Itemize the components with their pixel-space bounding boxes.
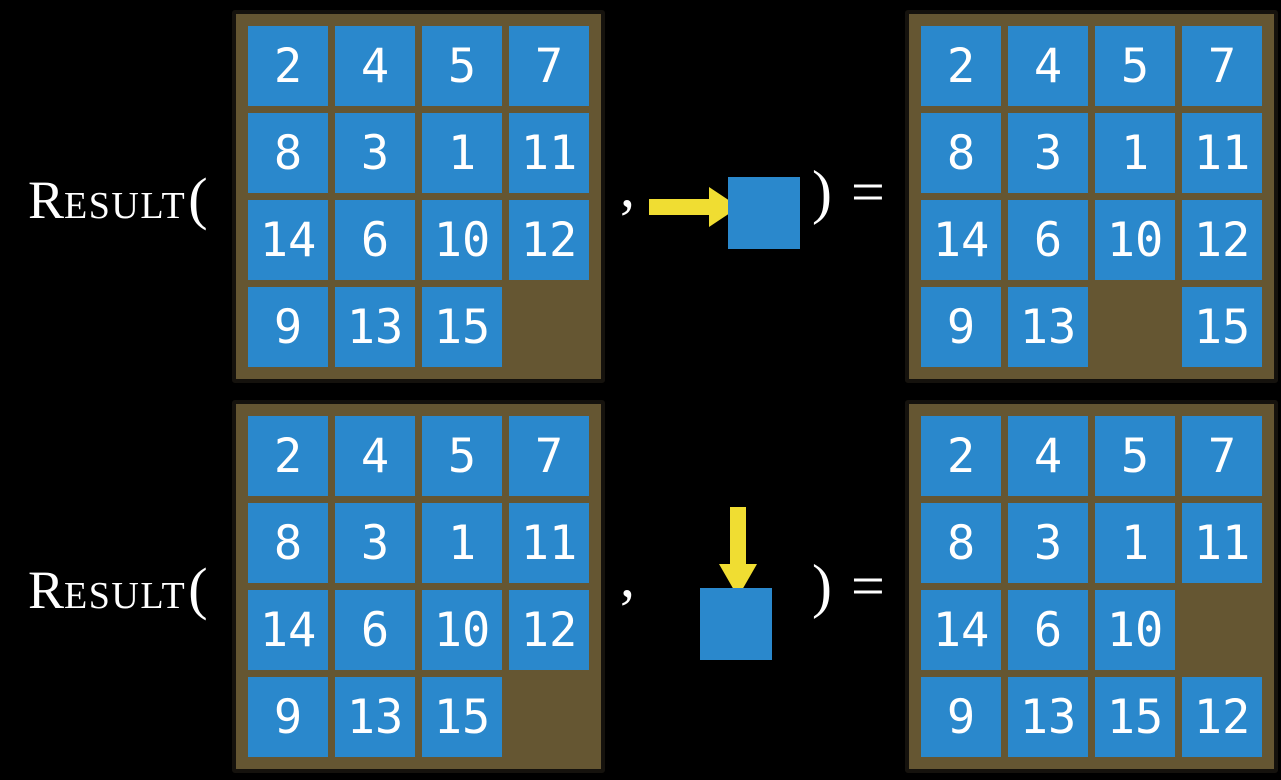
- puzzle-tile: 6: [335, 590, 415, 670]
- puzzle-tile: 4: [335, 416, 415, 496]
- puzzle-tile: 1: [1095, 113, 1175, 193]
- function-name-cap: R: [28, 560, 65, 620]
- empty-cell: [509, 287, 589, 367]
- puzzle-tile: 5: [422, 416, 502, 496]
- puzzle-tile: 8: [248, 113, 328, 193]
- puzzle-tile: 14: [921, 200, 1001, 280]
- puzzle-tile: 9: [248, 287, 328, 367]
- comma-separator: ,: [620, 543, 635, 609]
- puzzle-tile: 2: [248, 416, 328, 496]
- puzzle-tile: 10: [1095, 200, 1175, 280]
- puzzle-tile: 3: [335, 113, 415, 193]
- result-function-label: RESULT(: [28, 560, 208, 618]
- puzzle-tile: 6: [335, 200, 415, 280]
- puzzle-tile: 4: [335, 26, 415, 106]
- open-paren: (: [188, 166, 208, 231]
- puzzle-tile: 1: [1095, 503, 1175, 583]
- puzzle-tile: 12: [1182, 200, 1262, 280]
- moving-tile: [728, 177, 800, 249]
- arrow-right-icon: [649, 185, 739, 229]
- puzzle-tile: 15: [422, 287, 502, 367]
- puzzle-tile: 12: [1182, 677, 1262, 757]
- puzzle-tile: 13: [1008, 677, 1088, 757]
- moving-tile: [700, 588, 772, 660]
- puzzle-tile: 2: [921, 416, 1001, 496]
- puzzle-tile: 10: [1095, 590, 1175, 670]
- puzzle-tile: 7: [509, 416, 589, 496]
- puzzle-tile: 3: [1008, 113, 1088, 193]
- close-paren-equals: ) =: [812, 553, 885, 619]
- puzzle-tile: 14: [248, 200, 328, 280]
- puzzle-tile: 2: [921, 26, 1001, 106]
- puzzle-tile: 14: [921, 590, 1001, 670]
- puzzle-tile: 7: [509, 26, 589, 106]
- puzzle-tile: 7: [1182, 26, 1262, 106]
- puzzle-tile: 11: [509, 113, 589, 193]
- puzzle-tile: 8: [921, 503, 1001, 583]
- function-name-smallcaps: ESULT: [64, 185, 187, 227]
- puzzle-tile: 5: [1095, 26, 1175, 106]
- puzzle-tile: 13: [1008, 287, 1088, 367]
- puzzle-tile: 11: [1182, 113, 1262, 193]
- puzzle-tile: 5: [1095, 416, 1175, 496]
- open-paren: (: [188, 556, 208, 621]
- arrow-down-icon: [716, 507, 760, 597]
- puzzle-tile: 14: [248, 590, 328, 670]
- puzzle-tile: 12: [509, 590, 589, 670]
- puzzle-tile: 1: [422, 503, 502, 583]
- puzzle-tile: 6: [1008, 590, 1088, 670]
- puzzle-tile: 15: [1182, 287, 1262, 367]
- empty-cell: [1182, 590, 1262, 670]
- puzzle-tile: 3: [1008, 503, 1088, 583]
- puzzle-tile: 9: [921, 677, 1001, 757]
- puzzle-tile: 8: [248, 503, 328, 583]
- function-name-smallcaps: ESULT: [64, 575, 187, 617]
- puzzle-tile: 5: [422, 26, 502, 106]
- puzzle-tile: 13: [335, 677, 415, 757]
- puzzle-tile: 15: [1095, 677, 1175, 757]
- puzzle-tile: 10: [422, 590, 502, 670]
- puzzle-tile: 1: [422, 113, 502, 193]
- puzzle-tile: 4: [1008, 26, 1088, 106]
- puzzle-tile: 7: [1182, 416, 1262, 496]
- function-name-cap: R: [28, 170, 65, 230]
- puzzle-tile: 12: [509, 200, 589, 280]
- close-paren-equals: ) =: [812, 159, 885, 225]
- puzzle-tile: 4: [1008, 416, 1088, 496]
- puzzle-tile: 10: [422, 200, 502, 280]
- comma-separator: ,: [620, 153, 635, 219]
- puzzle-tile: 13: [335, 287, 415, 367]
- puzzle-tile: 8: [921, 113, 1001, 193]
- empty-cell: [509, 677, 589, 757]
- puzzle-tile: 11: [509, 503, 589, 583]
- puzzle-tile: 9: [248, 677, 328, 757]
- puzzle-tile: 9: [921, 287, 1001, 367]
- puzzle-tile: 6: [1008, 200, 1088, 280]
- puzzle-tile: 11: [1182, 503, 1262, 583]
- empty-cell: [1095, 287, 1175, 367]
- puzzle-tile: 15: [422, 677, 502, 757]
- puzzle-tile: 2: [248, 26, 328, 106]
- puzzle-tile: 3: [335, 503, 415, 583]
- result-function-label: RESULT(: [28, 170, 208, 228]
